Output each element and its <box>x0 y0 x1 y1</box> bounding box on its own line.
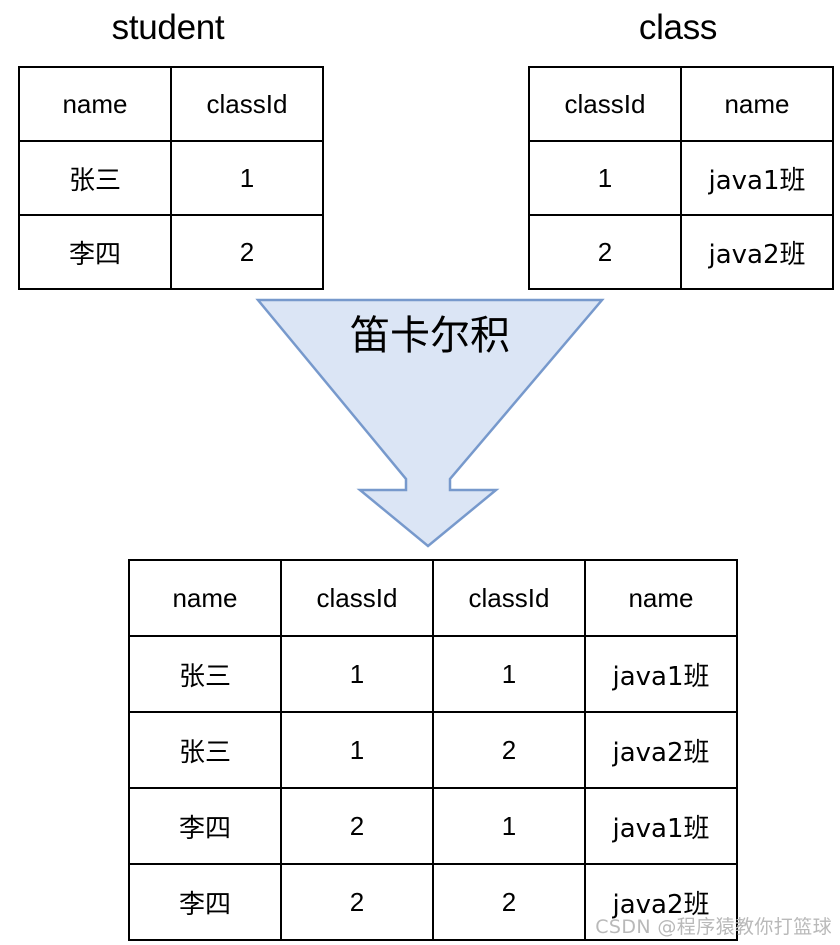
table-row: 李四 2 1 java1班 <box>128 787 738 865</box>
csdn-watermark: CSDN @程序猿教你打篮球 <box>595 916 832 938</box>
class-header-classid: classId <box>528 66 682 142</box>
result-header-name-1: name <box>128 559 282 637</box>
result-cell-student-classid: 2 <box>280 863 434 941</box>
class-cell-name: java1班 <box>680 140 834 216</box>
table-row: 2 java2班 <box>528 214 834 290</box>
student-cell-classid: 2 <box>170 214 324 290</box>
result-cell-class-name: java1班 <box>584 635 738 713</box>
table-row: name classId classId name <box>128 559 738 637</box>
student-cell-name: 李四 <box>18 214 172 290</box>
result-cell-class-name: java2班 <box>584 711 738 789</box>
class-cell-classid: 1 <box>528 140 682 216</box>
result-header-name-2: name <box>584 559 738 637</box>
class-cell-name: java2班 <box>680 214 834 290</box>
result-cell-student-classid: 2 <box>280 787 434 865</box>
student-table-title: student <box>111 8 225 47</box>
result-cell-class-name: java1班 <box>584 787 738 865</box>
table-row: 张三 1 1 java1班 <box>128 635 738 713</box>
table-row: 李四 2 2 java2班 <box>128 863 738 941</box>
table-row: 李四 2 <box>18 214 324 290</box>
result-header-classid-2: classId <box>432 559 586 637</box>
student-cell-classid: 1 <box>170 140 324 216</box>
result-cell-student-name: 李四 <box>128 787 282 865</box>
table-row: 张三 1 <box>18 140 324 216</box>
student-header-name: name <box>18 66 172 142</box>
result-cell-class-classid: 1 <box>432 635 586 713</box>
result-cell-class-classid: 1 <box>432 787 586 865</box>
result-cell-class-classid: 2 <box>432 711 586 789</box>
result-cell-student-name: 李四 <box>128 863 282 941</box>
result-table: name classId classId name 张三 1 1 java1班 … <box>128 559 738 941</box>
cartesian-product-funnel-arrow-icon <box>255 298 605 548</box>
result-header-classid-1: classId <box>280 559 434 637</box>
class-cell-classid: 2 <box>528 214 682 290</box>
student-header-classid: classId <box>170 66 324 142</box>
student-table: name classId 张三 1 李四 2 <box>18 66 324 290</box>
table-row: 1 java1班 <box>528 140 834 216</box>
result-cell-class-classid: 2 <box>432 863 586 941</box>
table-row: 张三 1 2 java2班 <box>128 711 738 789</box>
class-table-title: class <box>638 8 718 47</box>
result-cell-student-name: 张三 <box>128 635 282 713</box>
result-cell-student-classid: 1 <box>280 711 434 789</box>
table-row: name classId <box>18 66 324 142</box>
result-cell-class-name: java2班 <box>584 863 738 941</box>
table-row: classId name <box>528 66 834 142</box>
funnel-shape <box>255 298 605 548</box>
student-cell-name: 张三 <box>18 140 172 216</box>
class-table: classId name 1 java1班 2 java2班 <box>528 66 834 290</box>
class-header-name: name <box>680 66 834 142</box>
result-cell-student-classid: 1 <box>280 635 434 713</box>
result-cell-student-name: 张三 <box>128 711 282 789</box>
